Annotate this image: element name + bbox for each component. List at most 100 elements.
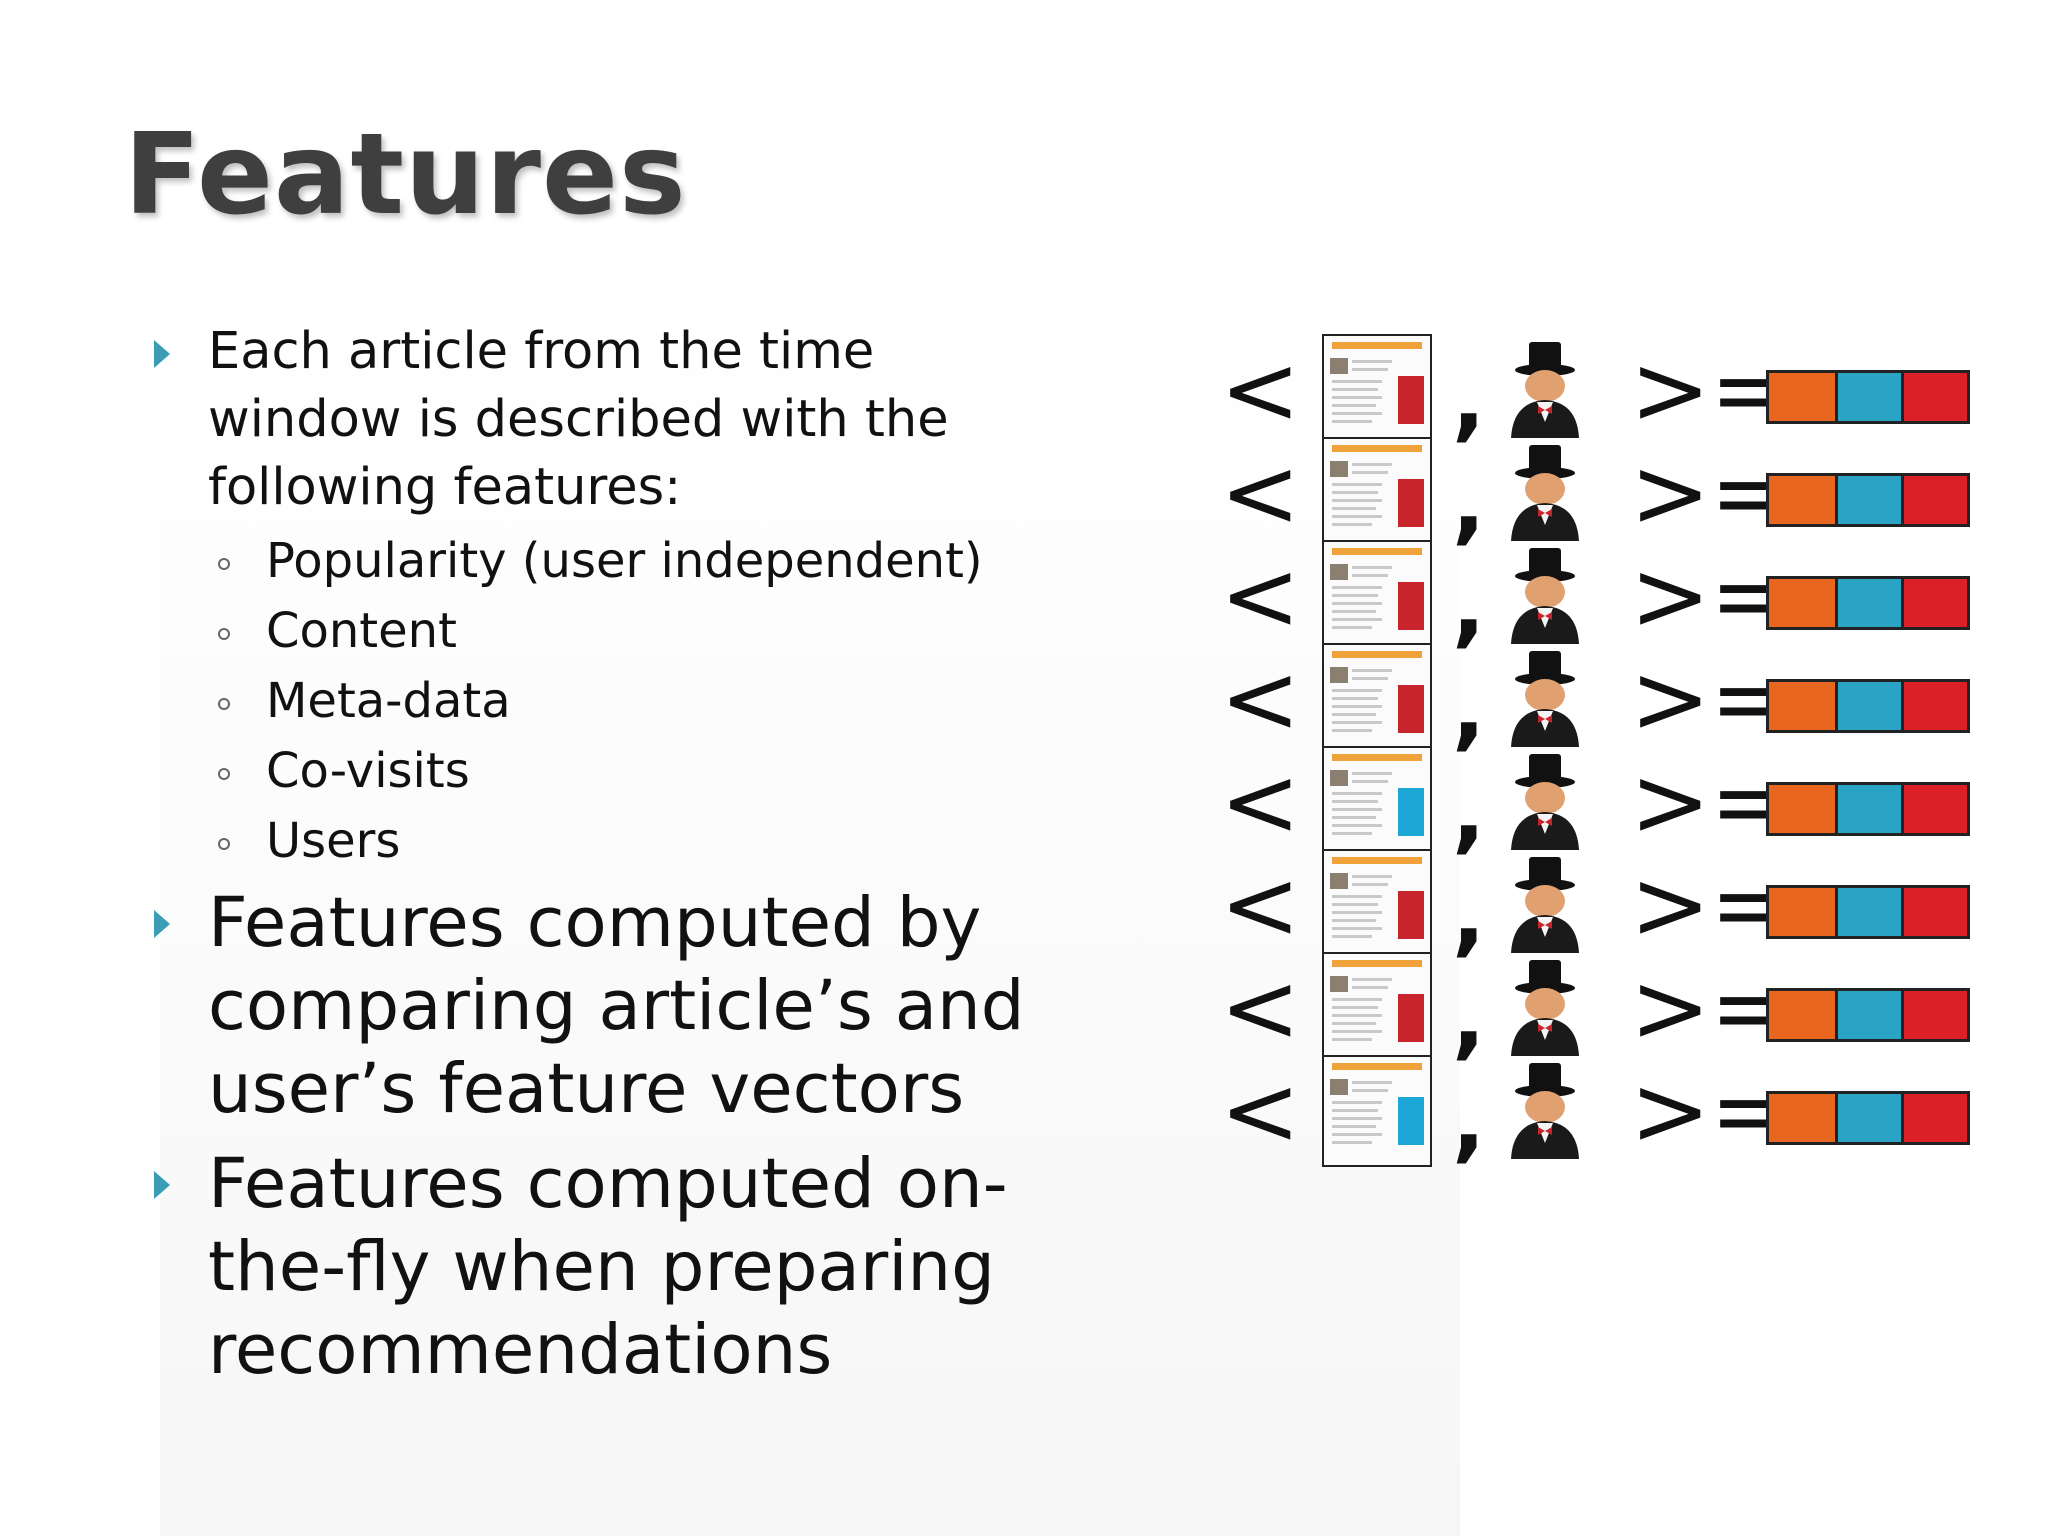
feature-vector	[1766, 679, 1970, 733]
bullet-item: Features computed by comparing article’s…	[150, 882, 1050, 1131]
feature-row: <,>=	[1200, 643, 1980, 759]
open-angle-bracket: <	[1220, 1055, 1301, 1167]
open-angle-bracket: <	[1220, 437, 1301, 549]
bullet-item: Features computed on-the-fly when prepar…	[150, 1143, 1050, 1392]
comma-separator: ,	[1452, 554, 1486, 657]
bullet-triangle-icon	[154, 340, 170, 368]
sub-bullet-item: Popularity (user independent)	[208, 526, 1050, 596]
feature-vector	[1766, 473, 1970, 527]
feature-vector-cell	[1835, 785, 1901, 833]
close-angle-bracket: >	[1630, 1055, 1711, 1167]
feature-vector-cell	[1769, 785, 1835, 833]
comma-separator: ,	[1452, 451, 1486, 554]
feature-vector-cell	[1835, 1094, 1901, 1142]
bullet-item: Each article from the time window is des…	[150, 318, 1050, 876]
comma-separator: ,	[1452, 348, 1486, 451]
article-thumbnail-icon	[1322, 1055, 1432, 1167]
open-angle-bracket: <	[1220, 334, 1301, 446]
open-angle-bracket: <	[1220, 643, 1301, 755]
feature-vector-cell	[1901, 1094, 1967, 1142]
feature-vector	[1766, 885, 1970, 939]
sub-bullet-item: Meta-data	[208, 666, 1050, 736]
user-top-hat-icon	[1505, 855, 1585, 955]
circle-bullet-icon	[218, 628, 230, 640]
feature-vector-cell	[1835, 476, 1901, 524]
bullet-list: Each article from the time window is des…	[150, 318, 1050, 1392]
feature-row: <,>=	[1200, 540, 1980, 656]
feature-vector-cell	[1835, 991, 1901, 1039]
close-angle-bracket: >	[1630, 849, 1711, 961]
article-thumbnail-icon	[1322, 540, 1432, 652]
open-angle-bracket: <	[1220, 746, 1301, 858]
comma-separator: ,	[1452, 863, 1486, 966]
circle-bullet-icon	[218, 558, 230, 570]
user-top-hat-icon	[1505, 958, 1585, 1058]
user-top-hat-icon	[1505, 340, 1585, 440]
article-thumbnail-icon	[1322, 952, 1432, 1064]
article-thumbnail-icon	[1322, 746, 1432, 858]
sub-bullet-item: Users	[208, 806, 1050, 876]
user-top-hat-icon	[1505, 649, 1585, 749]
feature-vector-cell	[1901, 373, 1967, 421]
article-thumbnail-icon	[1322, 849, 1432, 961]
feature-row: <,>=	[1200, 849, 1980, 965]
comma-separator: ,	[1452, 760, 1486, 863]
open-angle-bracket: <	[1220, 540, 1301, 652]
bullet-triangle-icon	[154, 910, 170, 938]
circle-bullet-icon	[218, 768, 230, 780]
open-angle-bracket: <	[1220, 952, 1301, 1064]
feature-vector	[1766, 1091, 1970, 1145]
feature-vector-cell	[1769, 476, 1835, 524]
circle-bullet-icon	[218, 698, 230, 710]
close-angle-bracket: >	[1630, 540, 1711, 652]
close-angle-bracket: >	[1630, 334, 1711, 446]
feature-vector	[1766, 576, 1970, 630]
slide-title: Features	[124, 110, 687, 240]
feature-vector	[1766, 782, 1970, 836]
user-top-hat-icon	[1505, 752, 1585, 852]
article-thumbnail-icon	[1322, 437, 1432, 549]
close-angle-bracket: >	[1630, 437, 1711, 549]
feature-row: <,>=	[1200, 1055, 1980, 1171]
article-thumbnail-icon	[1322, 643, 1432, 755]
feature-vector-cell	[1901, 682, 1967, 730]
feature-vector-cell	[1901, 785, 1967, 833]
feature-row: <,>=	[1200, 437, 1980, 553]
sub-bullet-item: Co-visits	[208, 736, 1050, 806]
article-thumbnail-icon	[1322, 334, 1432, 446]
open-angle-bracket: <	[1220, 849, 1301, 961]
feature-vector-cell	[1769, 888, 1835, 936]
feature-vector-cell	[1835, 888, 1901, 936]
feature-vector-cell	[1769, 682, 1835, 730]
close-angle-bracket: >	[1630, 643, 1711, 755]
bullet-text: Features computed on-the-fly when prepar…	[208, 1144, 1008, 1390]
feature-vector-cell	[1769, 991, 1835, 1039]
close-angle-bracket: >	[1630, 952, 1711, 1064]
feature-vector-cell	[1901, 476, 1967, 524]
user-top-hat-icon	[1505, 443, 1585, 543]
comma-separator: ,	[1452, 657, 1486, 760]
slide-background	[160, 300, 1460, 1536]
feature-vector-cell	[1769, 1094, 1835, 1142]
feature-row: <,>=	[1200, 334, 1980, 450]
feature-vector-cell	[1769, 579, 1835, 627]
feature-row: <,>=	[1200, 952, 1980, 1068]
feature-vector-cell	[1901, 888, 1967, 936]
bullet-text: Features computed by comparing article’s…	[208, 883, 1025, 1129]
feature-vector-cell	[1835, 579, 1901, 627]
user-top-hat-icon	[1505, 546, 1585, 646]
feature-vector-cell	[1901, 579, 1967, 627]
feature-row: <,>=	[1200, 746, 1980, 862]
feature-vector-cell	[1901, 991, 1967, 1039]
sub-bullet-list: Popularity (user independent) Content Me…	[208, 526, 1050, 876]
bullet-triangle-icon	[154, 1171, 170, 1199]
comma-separator: ,	[1452, 1069, 1486, 1172]
feature-vector	[1766, 988, 1970, 1042]
feature-vector-diagram: <,>=<,>=<,>=<,>=<,>=<,>=<,>=<,>=	[1200, 334, 1980, 1180]
bullet-text: Each article from the time window is des…	[208, 322, 949, 517]
feature-vector-cell	[1769, 373, 1835, 421]
feature-vector	[1766, 370, 1970, 424]
comma-separator: ,	[1452, 966, 1486, 1069]
close-angle-bracket: >	[1630, 746, 1711, 858]
feature-vector-cell	[1835, 682, 1901, 730]
